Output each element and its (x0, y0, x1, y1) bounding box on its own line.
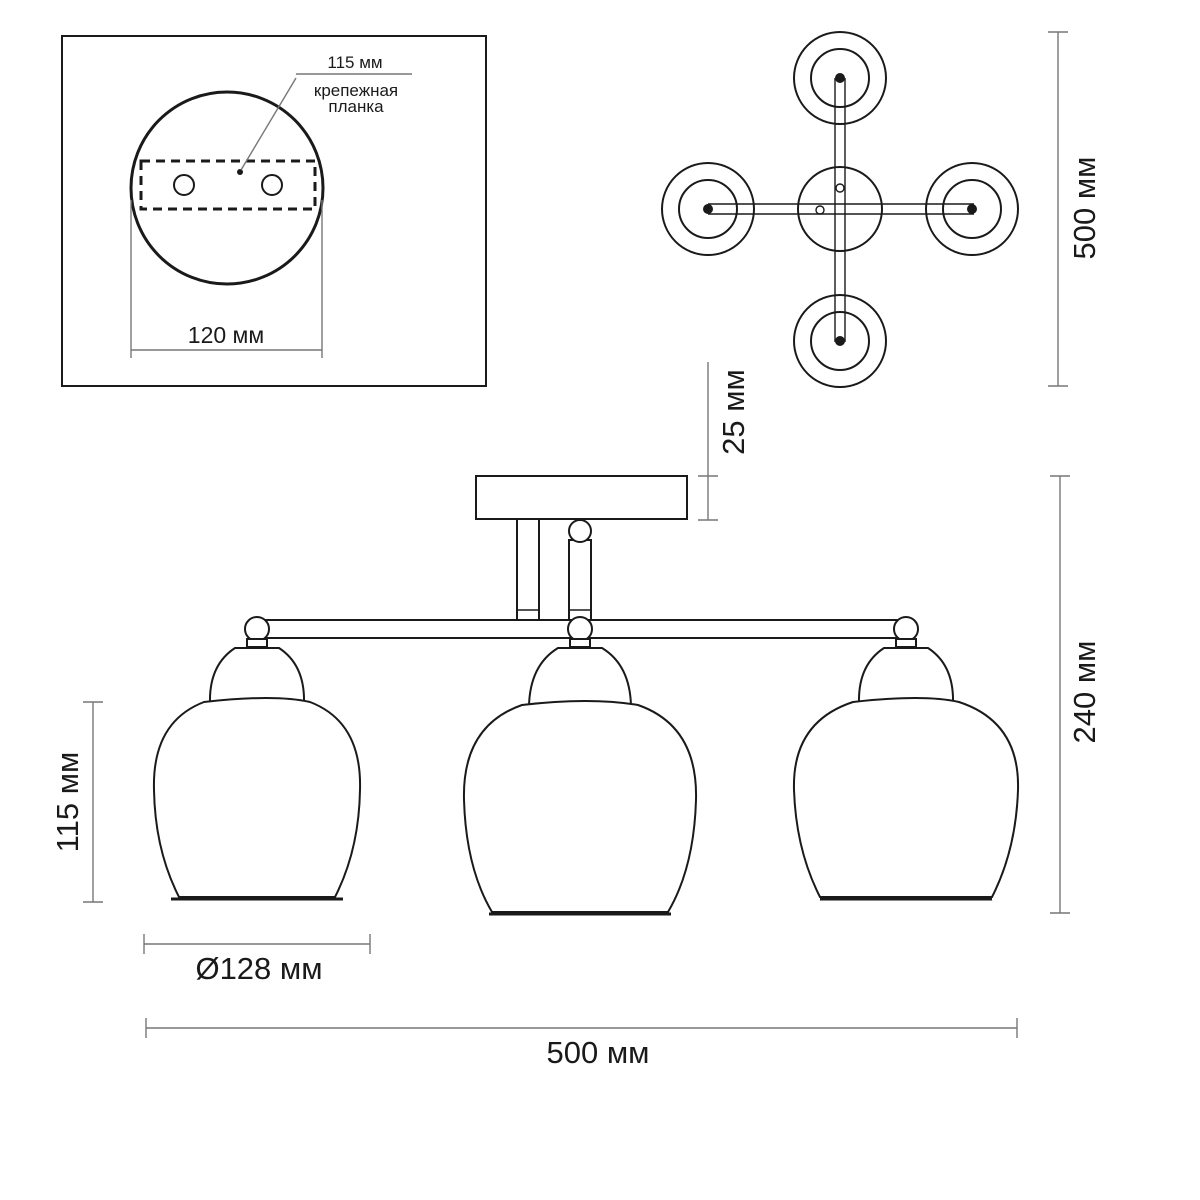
side-view-shade-center (462, 616, 698, 916)
top-view: 500 мм (661, 31, 1102, 388)
top-view-center-canopy (797, 166, 883, 252)
total-width-label: 500 мм (547, 1035, 650, 1070)
top-view-span-label: 500 мм (1067, 157, 1102, 260)
mounting-bar-outline (139, 159, 317, 211)
bar-name-label-line2: планка (328, 97, 384, 116)
bar-length-label: 115 мм (327, 53, 382, 72)
bar-name-label-line1: крепежная (314, 81, 398, 100)
bar-leader-line (240, 77, 297, 171)
side-view-shade-left (152, 616, 362, 901)
side-view-stem-knob (568, 519, 592, 543)
side-view-shade-right (792, 616, 1020, 901)
mounting-bar-center-dot (237, 169, 243, 175)
top-view-center-screw-1 (835, 183, 845, 193)
side-view-stem-left (516, 518, 540, 622)
top-view-center-screw-2 (815, 205, 825, 215)
ceiling-plate-circle (129, 90, 325, 286)
total-height-label: 240 мм (1067, 641, 1102, 744)
plate-diameter-label: 120 мм (188, 322, 264, 348)
mounting-plate-inset: 115 мм крепежная планка 120 мм (61, 35, 487, 387)
side-view-stem-right (568, 539, 592, 622)
mounting-hole-right (261, 174, 283, 196)
top-view-shade-top (793, 31, 887, 125)
inset-frame (61, 35, 487, 387)
canopy-height-label: 25 мм (716, 369, 751, 455)
side-view: 25 мм 240 мм 115 мм Ø128 мм 500 мм (50, 362, 1102, 1070)
top-view-shade-left (661, 162, 755, 256)
top-view-shade-right (925, 162, 1019, 256)
mounting-hole-left (173, 174, 195, 196)
top-view-shade-bottom (793, 294, 887, 388)
side-view-canopy (475, 475, 688, 520)
shade-diameter-label: Ø128 мм (195, 951, 322, 986)
shade-height-label: 115 мм (50, 752, 85, 853)
